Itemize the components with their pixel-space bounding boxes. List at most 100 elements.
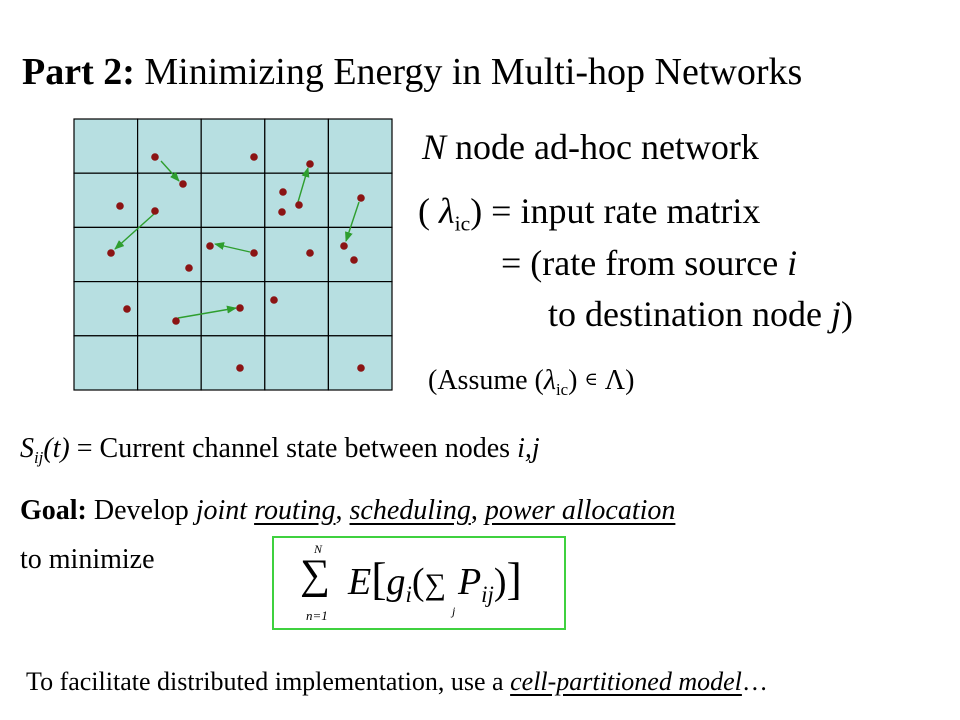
grid-cell <box>264 335 329 391</box>
network-node <box>279 188 287 196</box>
title-text: Minimizing Energy in Multi-hop Networks <box>134 51 803 93</box>
grid-cell <box>264 118 329 174</box>
network-node <box>206 242 214 250</box>
i-symbol: i <box>787 243 798 283</box>
grid-cell <box>73 172 139 228</box>
inner-sum-symbol: ∑ <box>424 568 446 601</box>
grid-cell <box>200 335 266 391</box>
network-node <box>250 153 258 161</box>
assume-open-text: (Assume ( <box>428 365 544 396</box>
network-node <box>151 153 159 161</box>
s-symbol: S <box>20 433 34 464</box>
network-node <box>151 207 159 215</box>
footer-ellipsis: … <box>741 667 768 696</box>
grid-cell <box>73 226 139 283</box>
assume-mid-text: ) <box>568 365 585 396</box>
j-symbol: j <box>830 294 841 334</box>
grid-cell <box>264 172 329 228</box>
sum-lower-limit: n=1 <box>306 608 328 623</box>
ic-subscript-2: ic <box>556 379 569 399</box>
g-function: g <box>386 561 406 603</box>
network-node <box>270 296 278 304</box>
goal-label: Goal: <box>20 495 87 526</box>
channel-state-text: = Current channel state between nodes <box>69 433 518 464</box>
network-node <box>236 304 244 312</box>
expectation-expression: E[gi(∑Pij)] <box>348 553 522 607</box>
ic-subscript: ic <box>454 211 471 236</box>
network-node <box>107 249 115 257</box>
network-node <box>357 364 365 372</box>
network-node <box>340 242 348 250</box>
goal-routing: routing <box>254 495 336 526</box>
routing-link-arrow <box>345 201 360 242</box>
objective-formula-box <box>272 536 566 630</box>
ij-subscript: ij <box>34 447 44 467</box>
grid-cell <box>137 226 202 283</box>
sum-upper-limit: N <box>314 542 323 556</box>
cell-partitioned-model-link: cell-partitioned model <box>510 667 742 696</box>
goal-separator-2: , <box>470 495 485 526</box>
grid-cell <box>73 118 139 174</box>
inner-sum-lower-limit: j <box>452 604 456 618</box>
rate-matrix-text: ) = input rate matrix <box>470 191 761 231</box>
grid-cell <box>200 172 266 228</box>
network-node <box>295 201 303 209</box>
network-node <box>306 249 314 257</box>
network-description: N node ad-hoc network <box>422 126 759 168</box>
open-paren: ( <box>418 191 430 231</box>
grid-cell <box>137 118 202 174</box>
grid-cell <box>264 281 329 337</box>
grid-cell <box>327 118 393 174</box>
grid-cell <box>327 226 393 283</box>
network-node <box>357 194 365 202</box>
expectation-e: E <box>348 561 372 603</box>
nodes-ij: i,j <box>517 433 540 464</box>
channel-state-line: Sij(t) = Current channel state between n… <box>20 432 540 466</box>
goal-line: Goal: Develop joint routing, scheduling,… <box>20 494 675 528</box>
close-paren: ) <box>840 294 853 334</box>
assume-close-text: Λ) <box>597 365 635 396</box>
assume-line: (Assume (λic) ∈ Λ) <box>428 362 634 398</box>
network-node <box>250 249 258 257</box>
t-symbol: (t) <box>43 433 70 464</box>
goal-develop-text: Develop <box>86 495 196 526</box>
footer-line: To facilitate distributed implementation… <box>26 666 768 698</box>
rate-source-text: = (rate from source <box>501 243 788 283</box>
footer-text: To facilitate distributed implementation… <box>26 667 511 696</box>
p-subscript: ij <box>481 581 494 607</box>
grid-cell <box>200 118 266 174</box>
slide-title: Part 2: Minimizing Energy in Multi-hop N… <box>22 50 802 94</box>
goal-joint: joint <box>195 495 248 526</box>
network-node <box>179 180 187 188</box>
grid-cell <box>327 335 393 391</box>
grid-cell <box>137 335 202 391</box>
routing-link-arrow <box>177 305 237 319</box>
network-node <box>278 208 286 216</box>
grid-cell <box>137 281 202 337</box>
routing-link-arrow <box>114 213 155 250</box>
sum-symbol: ∑ <box>300 552 330 598</box>
lambda-symbol-2: λ <box>543 365 557 396</box>
goal-minimize-text: to minimize <box>20 544 155 575</box>
rate-dest-text: to destination node <box>548 294 831 334</box>
rate-source-line: = (rate from source i <box>501 242 797 284</box>
element-of-symbol: ∈ <box>584 369 598 389</box>
g-subscript: i <box>405 581 412 607</box>
routing-link-arrow <box>160 160 180 182</box>
network-node <box>306 160 314 168</box>
n-symbol: N <box>422 127 447 167</box>
goal-scheduling: scheduling <box>349 495 471 526</box>
grid-cell <box>264 226 329 283</box>
routing-link-arrow <box>214 242 251 253</box>
network-node <box>350 256 358 264</box>
power-p: P <box>457 561 482 603</box>
network-node <box>116 202 124 210</box>
network-desc-text: node ad-hoc network <box>446 127 759 167</box>
goal-power-allocation: power allocation <box>484 495 676 526</box>
rate-destination-line: to destination node j) <box>548 293 853 335</box>
grid-cell <box>73 335 139 391</box>
network-node <box>123 305 131 313</box>
network-node <box>172 317 180 325</box>
network-node <box>185 264 193 272</box>
